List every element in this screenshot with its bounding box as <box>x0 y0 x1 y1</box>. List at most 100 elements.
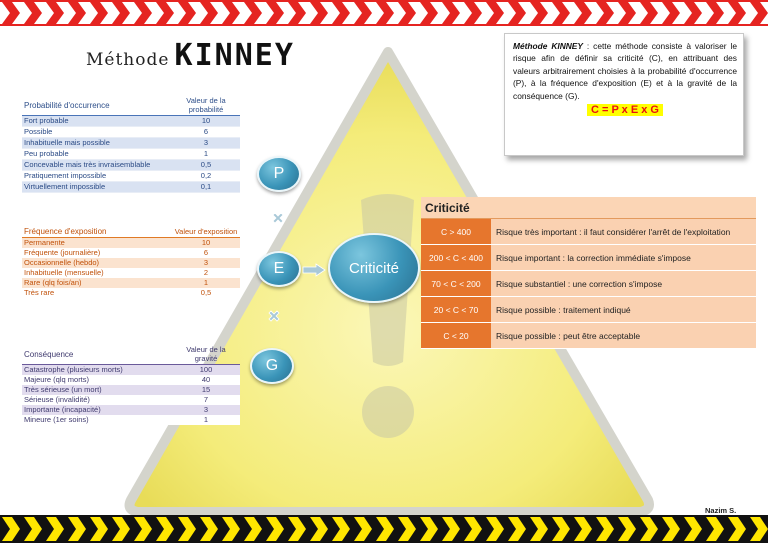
criticite-description: Risque possible : peut être acceptable <box>491 323 756 349</box>
consequence-header-label: Conséquence <box>22 344 172 365</box>
title-main: KINNEY <box>174 38 295 73</box>
criticite-description: Risque très important : il faut considér… <box>491 219 756 245</box>
consequence-row-label: Mineure (1er soins) <box>22 415 172 425</box>
frequency-row: Fréquente (journalière)6 <box>22 248 240 258</box>
circle-g: G <box>250 348 294 384</box>
criticite-threshold: 20 < C < 70 <box>421 297 491 323</box>
consequence-row: Importante (incapacité)3 <box>22 405 240 415</box>
consequence-row: Majeure (qlq morts)40 <box>22 375 240 385</box>
probability-row-label: Peu probable <box>22 148 172 160</box>
probability-row-value: 0,2 <box>172 170 240 182</box>
criticite-threshold: C < 20 <box>421 323 491 349</box>
probability-row-value: 0,5 <box>172 159 240 171</box>
probability-header-value: Valeur de la probabilité <box>172 95 240 116</box>
consequence-table: Conséquence Valeur de la gravité Catastr… <box>22 344 240 425</box>
frequency-row-label: Rare (qlq fois/an) <box>22 278 172 288</box>
frequency-row-label: Inhabituelle (mensuelle) <box>22 268 172 278</box>
frequency-row: Rare (qlq fois/an)1 <box>22 278 240 288</box>
probability-row-label: Pratiquement impossible <box>22 170 172 182</box>
consequence-header-value: Valeur de la gravité <box>172 344 240 365</box>
frequency-table: Fréquence d'exposition Valeur d'expositi… <box>22 226 240 298</box>
info-text: : cette méthode consiste à valoriser le … <box>513 41 737 101</box>
probability-row-value: 10 <box>172 115 240 127</box>
probability-row-value: 3 <box>172 137 240 149</box>
probability-row-label: Virtuellement impossible <box>22 181 172 193</box>
probability-table: Probabilité d'occurrence Valeur de la pr… <box>22 95 240 193</box>
frequency-row-label: Occasionnelle (hebdo) <box>22 258 172 268</box>
circle-criticite: Criticité <box>328 233 420 303</box>
bottom-chevron-stripe <box>0 515 768 543</box>
frequency-header-label: Fréquence d'exposition <box>22 226 172 238</box>
frequency-row-value: 2 <box>172 268 240 278</box>
criticite-title: Criticité <box>421 197 756 219</box>
probability-row-label: Inhabituelle mais possible <box>22 137 172 149</box>
frequency-row: Inhabituelle (mensuelle)2 <box>22 268 240 278</box>
consequence-row-value: 7 <box>172 395 240 405</box>
criticite-description: Risque possible : traitement indiqué <box>491 297 756 323</box>
criticite-description: Risque substantiel : une correction s'im… <box>491 271 756 297</box>
criticite-threshold: C > 400 <box>421 219 491 245</box>
consequence-row: Catastrophe (plusieurs morts)100 <box>22 364 240 375</box>
consequence-row-value: 1 <box>172 415 240 425</box>
probability-row-label: Concevable mais très invraisemblable <box>22 159 172 171</box>
frequency-row-value: 1 <box>172 278 240 288</box>
consequence-row-value: 40 <box>172 375 240 385</box>
multiply-icon <box>268 310 280 322</box>
multiply-icon <box>272 212 284 224</box>
consequence-row-value: 100 <box>172 364 240 375</box>
frequency-row: Occasionnelle (hebdo)3 <box>22 258 240 268</box>
frequency-row-label: Très rare <box>22 288 172 298</box>
consequence-row-value: 3 <box>172 405 240 415</box>
probability-header-label: Probabilité d'occurrence <box>22 95 172 116</box>
frequency-row-value: 3 <box>172 258 240 268</box>
title-prefix: Méthode <box>86 50 170 70</box>
page-title: Méthode KINNEY <box>86 38 295 73</box>
formula: C = P x E x G <box>587 104 663 117</box>
author-signature: Nazim S. <box>705 506 737 515</box>
frequency-header-value: Valeur d'exposition <box>172 226 240 238</box>
method-info-box: Méthode KINNEY : cette méthode consiste … <box>504 33 744 156</box>
criticite-threshold: 200 < C < 400 <box>421 245 491 271</box>
frequency-row-value: 6 <box>172 248 240 258</box>
consequence-row-label: Très sérieuse (un mort) <box>22 385 172 395</box>
consequence-row: Mineure (1er soins)1 <box>22 415 240 425</box>
circle-p: P <box>257 156 301 192</box>
circle-e: E <box>257 251 301 287</box>
consequence-row-label: Importante (incapacité) <box>22 405 172 415</box>
formula-line: C = P x E x G <box>513 104 737 117</box>
consequence-row: Très sérieuse (un mort)15 <box>22 385 240 395</box>
consequence-row: Sérieuse (invalidité)7 <box>22 395 240 405</box>
probability-row-label: Fort probable <box>22 115 172 127</box>
probability-row-value: 1 <box>172 148 240 160</box>
arrow-right-icon <box>302 263 326 277</box>
frequency-row-value: 10 <box>172 237 240 248</box>
probability-row-value: 6 <box>172 126 240 138</box>
consequence-row-label: Catastrophe (plusieurs morts) <box>22 364 172 375</box>
criticite-threshold: 70 < C < 200 <box>421 271 491 297</box>
consequence-row-label: Sérieuse (invalidité) <box>22 395 172 405</box>
top-chevron-stripe <box>0 0 768 26</box>
consequence-row-value: 15 <box>172 385 240 395</box>
frequency-row-label: Fréquente (journalière) <box>22 248 172 258</box>
frequency-row-value: 0,5 <box>172 288 240 298</box>
criticite-description: Risque important : la correction immédia… <box>491 245 756 271</box>
frequency-row-label: Permanente <box>22 237 172 248</box>
probability-row-value: 0,1 <box>172 181 240 193</box>
consequence-row-label: Majeure (qlq morts) <box>22 375 172 385</box>
probability-row-label: Possible <box>22 126 172 138</box>
